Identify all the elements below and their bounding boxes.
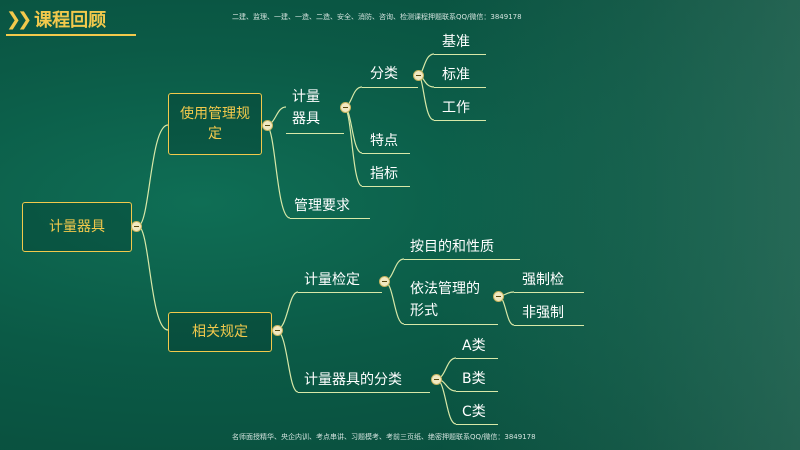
underline-tedian	[362, 153, 410, 154]
underline-gongzuo	[434, 120, 486, 121]
collapse-branch1-icon[interactable]	[262, 120, 273, 131]
collapse-jianding-icon[interactable]	[379, 276, 390, 287]
root-node[interactable]: 计量器具	[22, 202, 132, 252]
building-backdrop	[440, 0, 800, 450]
node-qiangzhijian[interactable]: 强制检	[522, 272, 564, 288]
underline-zhibiao	[362, 186, 410, 187]
node-jiliang-jianding[interactable]: 计量检定	[304, 272, 360, 288]
collapse-jiliang-qiju-icon[interactable]	[340, 102, 351, 113]
node-anmudi[interactable]: 按目的和性质	[410, 239, 494, 255]
node-guanli-yaoqiu[interactable]: 管理要求	[294, 198, 350, 214]
node-qiju-fenlei[interactable]: 计量器具的分类	[304, 372, 402, 388]
underline-fenlei	[362, 87, 418, 88]
underline-guanli-yaoqiu	[290, 218, 370, 219]
underline-feiqiangzhi	[514, 325, 584, 326]
underline-fenlei2	[298, 392, 430, 393]
collapse-yifa-icon[interactable]	[493, 291, 504, 302]
underline-jiliang-qiju	[286, 133, 344, 134]
branch-usage-rules[interactable]: 使用管理规定	[168, 93, 262, 155]
underline-anmudi	[404, 259, 520, 260]
node-feiqiangzhi[interactable]: 非强制	[522, 305, 564, 321]
underline-jiliang-jianding	[298, 292, 382, 293]
node-b-lei[interactable]: B类	[462, 371, 486, 387]
collapse-fenlei2-icon[interactable]	[431, 374, 442, 385]
underline-c	[456, 424, 498, 425]
collapse-branch2-icon[interactable]	[272, 325, 283, 336]
top-watermark: 二建、监理、一建、一造、二造、安全、消防、咨询、检测课程押题联系QQ/微信：38…	[232, 13, 522, 21]
underline-qiangzhi	[514, 292, 584, 293]
collapse-root-icon[interactable]	[131, 221, 142, 232]
double-chevron-icon: ❯❯	[6, 8, 32, 30]
underline-yifa	[404, 324, 498, 325]
section-title: ❯❯ 课程回顾	[6, 4, 106, 34]
node-biaozhun[interactable]: 标准	[442, 67, 470, 83]
underline-b	[456, 391, 498, 392]
underline-a	[456, 358, 498, 359]
node-jizhun[interactable]: 基准	[442, 34, 470, 50]
node-tedian[interactable]: 特点	[370, 133, 398, 149]
branch-related-rules[interactable]: 相关规定	[168, 312, 272, 352]
node-a-lei[interactable]: A类	[462, 338, 486, 354]
node-zhibiao[interactable]: 指标	[370, 166, 398, 182]
collapse-fenlei-icon[interactable]	[413, 70, 424, 81]
node-fenlei[interactable]: 分类	[370, 66, 398, 82]
title-underline	[6, 34, 136, 36]
bottom-watermark: 名师面授精华、央企内训、考点串讲、习题模考、考前三页纸、绝密押题联系QQ/微信：…	[232, 433, 536, 441]
node-yifa-guanli[interactable]: 依法管理的形式	[410, 281, 480, 319]
node-c-lei[interactable]: C类	[462, 404, 486, 420]
underline-biaozhun	[434, 87, 486, 88]
node-gongzuo[interactable]: 工作	[442, 100, 470, 116]
underline-jizhun	[434, 54, 486, 55]
section-title-text: 课程回顾	[34, 10, 107, 31]
node-jiliang-qiju[interactable]: 计量器具	[292, 89, 320, 127]
